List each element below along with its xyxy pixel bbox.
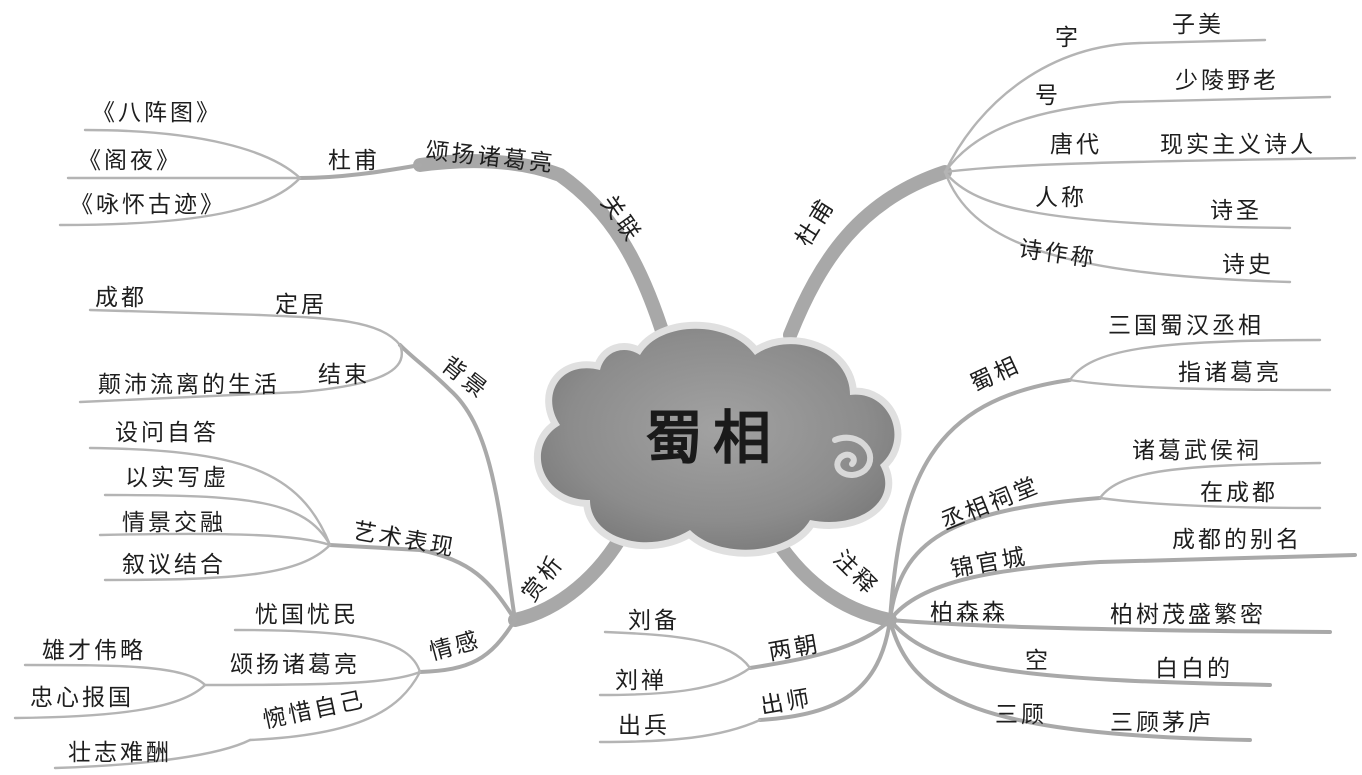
branch-beijing-dingju: [88, 308, 402, 347]
branch-dufu-row-4: [943, 170, 1292, 284]
branch-yishu-item-1: [103, 493, 332, 547]
branch-qinggan-songyang: [203, 670, 422, 687]
label-kong-value: 白白的: [1155, 656, 1233, 682]
branch-dufu-row-3: [943, 170, 1292, 230]
label-dufu-value-2: 现实主义诗人: [1160, 132, 1316, 158]
label-beijing: 背景: [436, 352, 493, 405]
branch-guanlian-node: [298, 163, 422, 180]
branch-shuxiang: [888, 378, 1072, 622]
center-title: 蜀相: [645, 404, 781, 472]
branch-beijing-jieshu: [78, 343, 403, 404]
label-yishu-item-3: 叙议结合: [122, 552, 226, 578]
label-citang: 丞相祠堂: [938, 472, 1044, 535]
label-guanlian-item-0: 《八阵图》: [92, 100, 222, 126]
label-jieshu-value: 颠沛流离的生活: [98, 372, 280, 398]
branch-citang-item-0: [1098, 461, 1322, 500]
label-dufu-value-0: 子美: [1172, 12, 1224, 38]
label-chushi-value: 出兵: [618, 713, 670, 739]
label-wanxi-item-0: 壮志难酬: [68, 740, 172, 766]
branch-wanxi-item-0: [53, 738, 252, 770]
label-dufu-key-1: 号: [1035, 83, 1061, 109]
branch-shuxiang-item-1: [1068, 378, 1332, 392]
branch-jinguan: [888, 553, 1357, 622]
label-baisen-value: 柏树茂盛繁密: [1110, 602, 1266, 628]
branch-liangchao: [748, 618, 892, 670]
label-dufu-value-4: 诗史: [1222, 252, 1274, 278]
label-wanxi: 惋惜自己: [261, 687, 368, 734]
label-jieshu: 结束: [318, 362, 370, 388]
label-liangchao-item-1: 刘禅: [615, 668, 667, 694]
label-youguo: 忧国忧民: [255, 602, 359, 628]
branch-songyang-item-1: [13, 683, 207, 720]
cloud-swirl: [832, 434, 874, 478]
branch-dufu: [783, 165, 952, 342]
label-shuxiang-item-1: 指诸葛亮: [1178, 360, 1282, 386]
label-guanlian-item-1: 《阁夜》: [78, 148, 182, 174]
label-yishu-item-1: 以实写虚: [125, 465, 229, 491]
label-jinguan-value: 成都的别名: [1172, 527, 1302, 553]
branch-liangchao-item-0: [603, 630, 752, 670]
branch-yishu-item-2: [98, 532, 332, 547]
label-citang-item-0: 诸葛武侯祠: [1132, 438, 1262, 464]
label-sangu-value: 三顾茅庐: [1110, 710, 1214, 736]
label-jinguan: 锦官城: [949, 544, 1030, 583]
label-guanlian-sub: 颂扬诸葛亮: [424, 138, 556, 177]
label-dingju: 定居: [275, 292, 327, 318]
label-citang-item-1: 在成都: [1200, 480, 1278, 506]
label-dufu-value-1: 少陵野老: [1175, 68, 1279, 94]
label-liangchao-item-0: 刘备: [628, 608, 680, 634]
label-songyang: 颂扬诸葛亮: [230, 652, 360, 678]
branch-guanlian: [413, 154, 672, 347]
branch-qinggan-wanxi: [248, 670, 422, 742]
label-dufu-key-2: 唐代: [1050, 132, 1102, 158]
label-dingju-value: 成都: [95, 285, 147, 311]
branch-citang-item-1: [1098, 496, 1322, 510]
label-dufu-key-3: 人称: [1035, 185, 1087, 211]
center-cloud: [533, 321, 902, 557]
branch-yishu-item-0: [88, 446, 332, 547]
label-songyang-item-0: 雄才伟略: [42, 638, 146, 664]
label-yishu-item-2: 情景交融: [122, 510, 226, 536]
branch-liangchao-item-1: [598, 666, 752, 697]
label-guanlian-node: 杜甫: [328, 148, 380, 174]
label-sangu: 三顾: [995, 702, 1047, 728]
branch-yishu: [328, 543, 517, 622]
branch-baisen: [888, 618, 1332, 634]
branch-kong: [888, 618, 1272, 687]
label-liangchao: 两朝: [767, 631, 823, 666]
label-yishu: 艺术表现: [351, 518, 458, 562]
branch-citang: [888, 496, 1102, 622]
label-shuxiang-item-0: 三国蜀汉丞相: [1108, 313, 1264, 339]
label-dufu-value-3: 诗圣: [1210, 198, 1262, 224]
branch-dufu-row-2: [943, 156, 1357, 174]
label-kong: 空: [1025, 648, 1051, 674]
branch-guanlian-item-2: [58, 176, 302, 227]
branch-shuxiang-item-0: [1068, 338, 1322, 382]
label-dufu-key-0: 字: [1055, 25, 1081, 51]
branch-chushi: [758, 618, 892, 722]
label-yishu-item-0: 设问自答: [115, 420, 219, 446]
label-dufu-key-4: 诗作称: [1017, 236, 1098, 273]
branch-shangxi: [508, 523, 632, 627]
branch-chushi-item-0: [598, 718, 762, 744]
branch-yishu-item-3: [103, 543, 332, 582]
label-baisen: 柏森森: [930, 600, 1008, 626]
branch-songyang-item-0: [23, 663, 207, 687]
label-songyang-item-1: 忠心报国: [30, 685, 134, 711]
branch-dufu-row-1: [943, 95, 1332, 174]
label-guanlian-item-2: 《咏怀古迹》: [70, 192, 226, 218]
branch-qinggan-youguo: [233, 628, 422, 674]
branch-qinggan: [418, 618, 517, 674]
branch-sangu: [888, 618, 1252, 742]
branch-dufu-row-0: [943, 38, 1267, 174]
branch-guanlian-item-0: [83, 128, 302, 180]
branch-beijing: [398, 343, 517, 622]
